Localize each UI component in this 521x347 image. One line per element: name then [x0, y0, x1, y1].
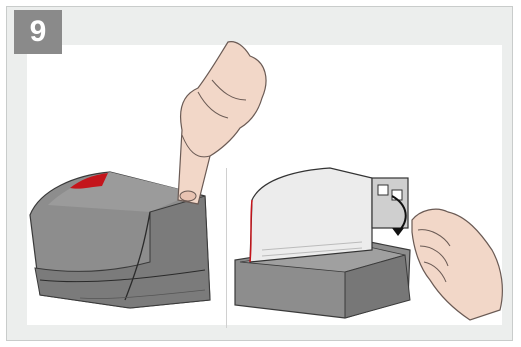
hand-pressing-button-icon [30, 42, 266, 308]
hand-opening-cover-icon [235, 168, 502, 320]
